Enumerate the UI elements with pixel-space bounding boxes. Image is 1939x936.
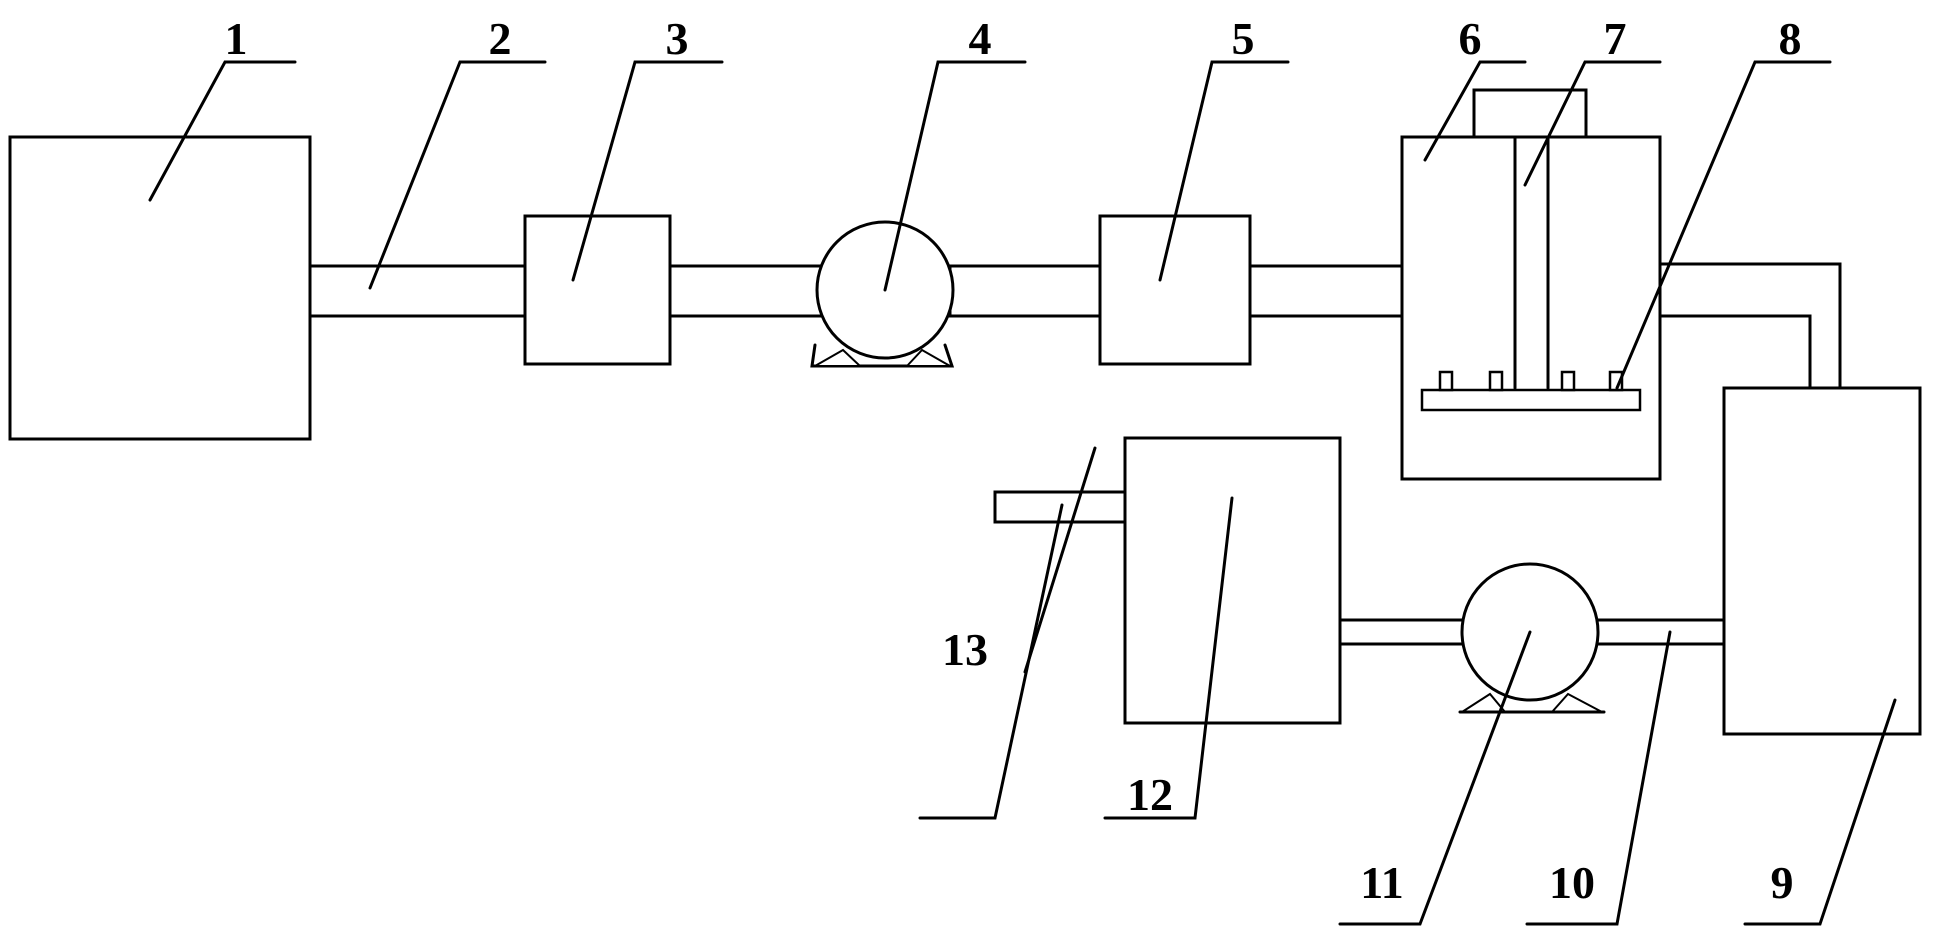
label-7: 7 bbox=[1604, 13, 1627, 64]
label-10: 10 bbox=[1549, 857, 1595, 908]
pipe-4-5 bbox=[948, 264, 1102, 318]
label-12: 12 bbox=[1127, 769, 1173, 820]
pipe-3-4 bbox=[668, 264, 832, 318]
label-5: 5 bbox=[1232, 13, 1255, 64]
pipe-10 bbox=[1588, 618, 1726, 646]
label-1: 1 bbox=[225, 13, 248, 64]
pump-11 bbox=[1458, 562, 1606, 714]
label-8: 8 bbox=[1779, 13, 1802, 64]
block-9 bbox=[1722, 386, 1922, 736]
pipe-2 bbox=[308, 264, 527, 318]
pipe-5-6 bbox=[1248, 264, 1404, 318]
block-12 bbox=[1123, 436, 1342, 725]
label-11: 11 bbox=[1360, 857, 1403, 908]
pump-4 bbox=[810, 220, 955, 368]
label-9: 9 bbox=[1771, 857, 1794, 908]
label-3: 3 bbox=[666, 13, 689, 64]
block-3 bbox=[523, 214, 672, 366]
pipe-12-11 bbox=[1338, 618, 1472, 646]
pipe-6-9 bbox=[1658, 262, 1842, 390]
label-6: 6 bbox=[1459, 13, 1482, 64]
tank-6 bbox=[1400, 88, 1662, 481]
block-5 bbox=[1098, 214, 1252, 366]
leader-lines bbox=[148, 60, 1897, 926]
label-2: 2 bbox=[489, 13, 512, 64]
block-1 bbox=[8, 135, 312, 441]
label-13: 13 bbox=[942, 624, 988, 675]
label-4: 4 bbox=[969, 13, 992, 64]
